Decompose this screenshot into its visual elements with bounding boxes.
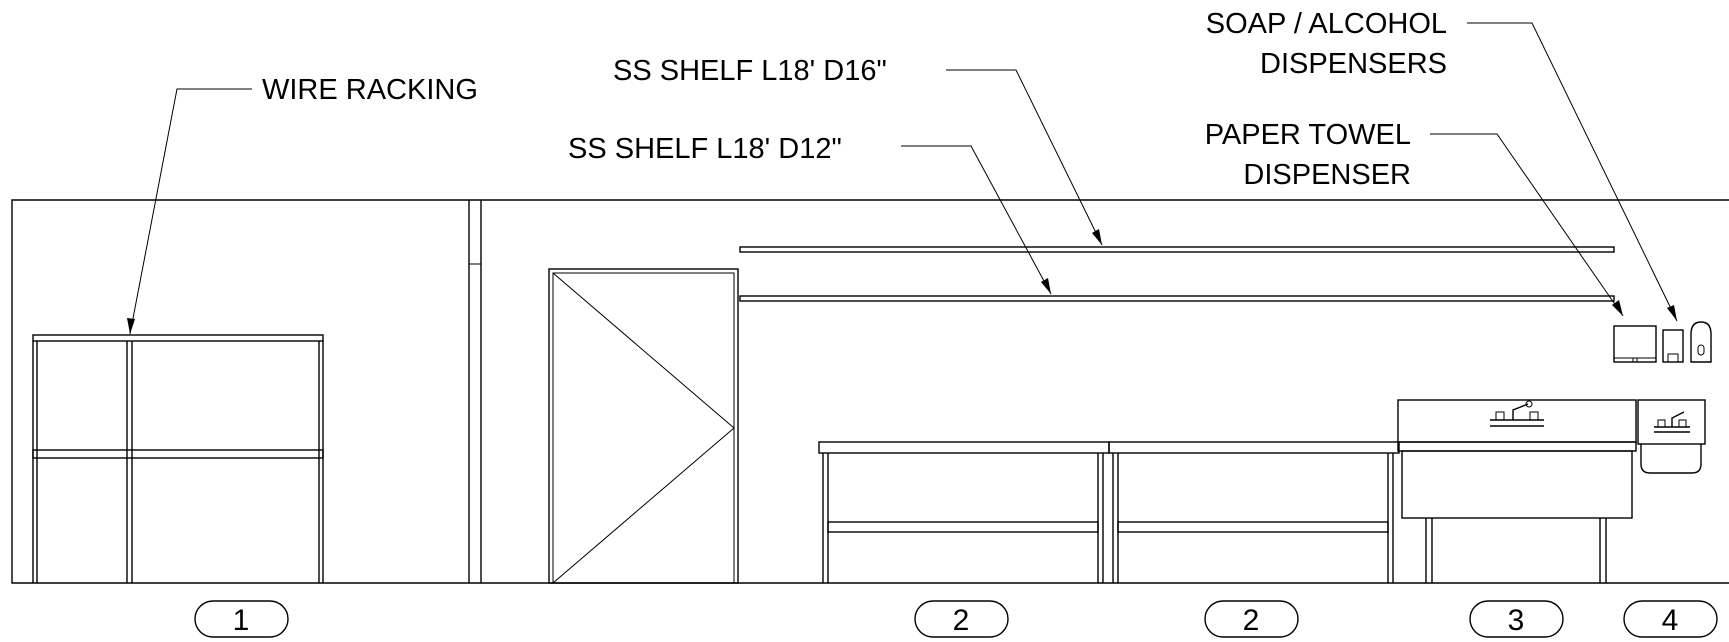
paper-towel-dispenser [1613,325,1657,363]
faucet-icon [1654,411,1690,433]
label-towel-line1: PAPER TOWEL [1205,119,1411,151]
label-shelf-d12: SS SHELF L18' D12" [568,133,842,165]
equipment-tag-number: 2 [1243,604,1260,637]
leader-shelf-d12 [901,145,1052,295]
wire-racking [32,334,324,583]
leader-wire-racking [127,88,252,335]
work-table-1 [818,441,1110,583]
leader-shelf-d16 [946,69,1103,246]
label-soap-line1: SOAP / ALCOHOL [1206,8,1447,40]
equipment-tag-number: 2 [953,604,970,637]
equipment-tag-number: 1 [233,604,250,637]
equipment-tag-number: 3 [1508,604,1525,637]
wall-column [468,200,482,583]
leader-soap-dispensers [1467,22,1678,322]
leader-paper-towel [1430,133,1624,317]
equipment-tag: 4 [1623,600,1718,638]
label-wire-racking: WIRE RACKING [262,74,478,106]
work-table-2 [1108,441,1400,583]
shelf-lower [739,295,1615,302]
equipment-tag-number: 4 [1662,604,1679,637]
faucet-icon [1490,400,1544,427]
soap-dispenser [1662,329,1684,363]
equipment-tag: 3 [1469,600,1564,638]
wall-outline [11,199,1729,584]
equipment-tag: 1 [194,600,289,638]
equipment-tag: 2 [1204,600,1299,638]
equipment-tag: 2 [914,600,1009,638]
shelf-upper [739,246,1615,253]
label-shelf-d16: SS SHELF L18' D16" [613,55,887,87]
label-soap-line2: DISPENSERS [1260,48,1447,80]
label-towel-line2: DISPENSER [1243,159,1411,191]
compartment-sink [1397,399,1637,583]
hand-sink [1637,399,1706,474]
alcohol-dispenser [1690,321,1712,363]
door [548,268,739,584]
